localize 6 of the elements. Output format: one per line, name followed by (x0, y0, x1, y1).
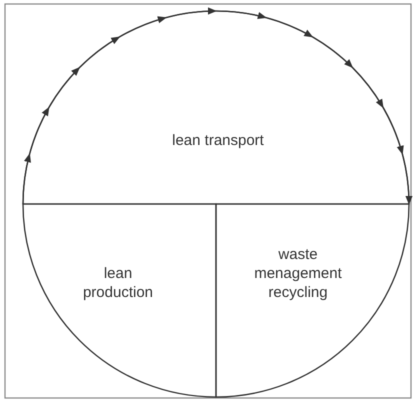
segment-label: lean production (82, 264, 154, 302)
quarter-circle-segment (216, 204, 409, 397)
quarter-circle-segment (23, 204, 216, 397)
segment-label: lean transport (171, 131, 265, 150)
segment-label: waste menagement recycling (253, 245, 343, 302)
arrow (22, 7, 412, 204)
